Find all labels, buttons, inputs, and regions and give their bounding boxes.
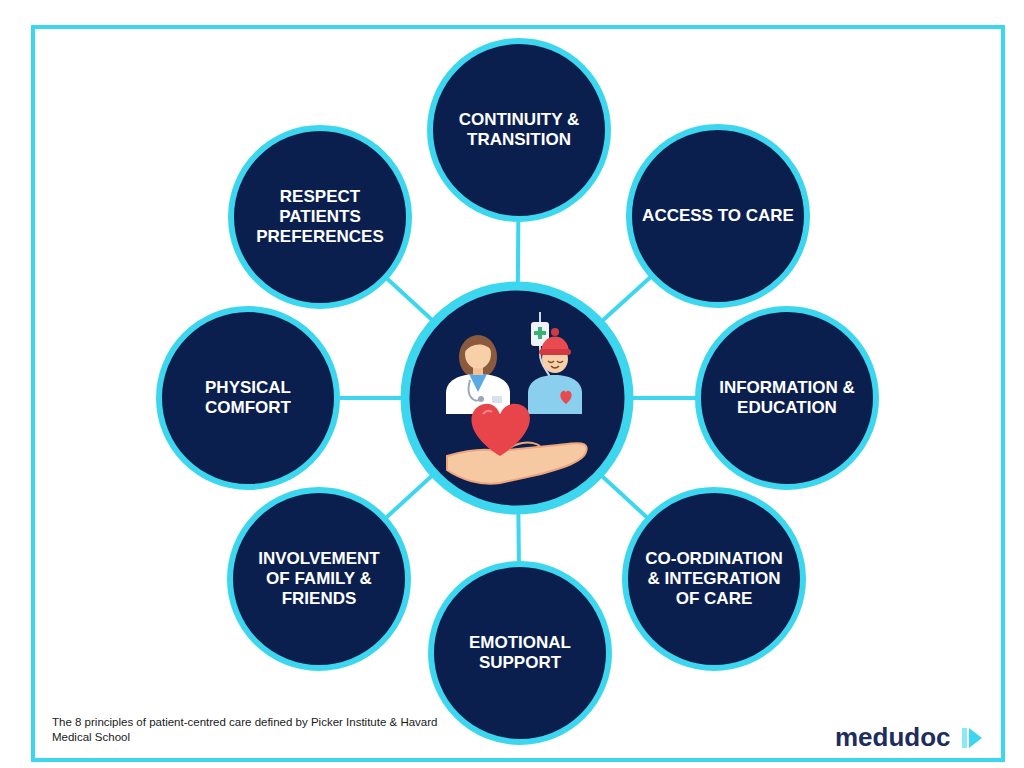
beanie-brim — [539, 349, 571, 355]
principle-label: INVOLVEMENT OF FAMILY & FRIENDS — [247, 549, 392, 609]
circle-shape — [625, 490, 803, 668]
logo-bar — [962, 728, 967, 748]
circle-shape — [629, 127, 807, 305]
shirt-heart — [560, 391, 571, 404]
principle-label: EMOTIONAL SUPPORT — [445, 633, 595, 673]
principle-circle: CONTINUITY & TRANSITION — [427, 38, 611, 222]
principle-circle: RESPECT PATIENTS PREFERENCES — [228, 125, 412, 309]
child-smile — [551, 366, 559, 368]
principle-label: INFORMATION & EDUCATION — [707, 378, 867, 418]
doctor-hair — [459, 335, 497, 379]
heart-shine — [483, 411, 492, 414]
circle-shape — [698, 309, 876, 487]
iv-cross — [534, 331, 546, 335]
text-holder: CONTINUITY & TRANSITION — [427, 38, 611, 222]
principle-label: ACCESS TO CARE — [634, 206, 802, 226]
circle-shape — [230, 490, 408, 668]
logo-mark — [962, 728, 982, 748]
doctor-collar — [469, 374, 487, 392]
logo-play — [969, 728, 982, 748]
open-hand — [447, 443, 587, 484]
principle-label: PHYSICAL COMFORT — [178, 378, 318, 418]
text-holder: EMOTIONAL SUPPORT — [428, 561, 612, 745]
principle-circle: EMOTIONAL SUPPORT — [428, 561, 612, 745]
frame-border — [33, 27, 1003, 760]
text-holder: INFORMATION & EDUCATION — [695, 306, 879, 490]
principle-circle: ACCESS TO CARE — [626, 124, 810, 308]
principle-circle: INFORMATION & EDUCATION — [695, 306, 879, 490]
text-holder: PHYSICAL COMFORT — [156, 306, 340, 490]
text-holder: CO-ORDINATION & INTEGRATION OF CARE — [622, 487, 806, 671]
principle-circle: CO-ORDINATION & INTEGRATION OF CARE — [622, 487, 806, 671]
beanie-pom — [551, 328, 559, 336]
circle-shape — [431, 564, 609, 742]
stethoscope-head — [478, 396, 484, 402]
coat-pocket — [492, 396, 502, 403]
hub-circle — [405, 286, 629, 510]
source-caption: The 8 principles of patient-centred care… — [52, 715, 440, 745]
child-shirt — [528, 375, 582, 414]
circle-shape — [231, 128, 409, 306]
doctor-fringe — [464, 338, 492, 353]
circle-shape — [159, 309, 337, 487]
text-holder: RESPECT PATIENTS PREFERENCES — [228, 125, 412, 309]
child-eyes — [548, 361, 563, 363]
circle-shape — [430, 41, 608, 219]
text-holder: ACCESS TO CARE — [626, 124, 810, 308]
text-holder: INVOLVEMENT OF FAMILY & FRIENDS — [227, 487, 411, 671]
iv-hook — [539, 312, 541, 322]
heart-symbol — [471, 404, 529, 456]
care-illustration — [446, 312, 587, 484]
brand-logo: medudoc — [835, 722, 951, 752]
principle-circle: PHYSICAL COMFORT — [156, 306, 340, 490]
principle-label: CONTINUITY & TRANSITION — [444, 110, 594, 150]
principle-label: RESPECT PATIENTS PREFERENCES — [250, 187, 390, 247]
principle-label: CO-ORDINATION & INTEGRATION OF CARE — [639, 549, 789, 609]
principle-circle: INVOLVEMENT OF FAMILY & FRIENDS — [227, 487, 411, 671]
